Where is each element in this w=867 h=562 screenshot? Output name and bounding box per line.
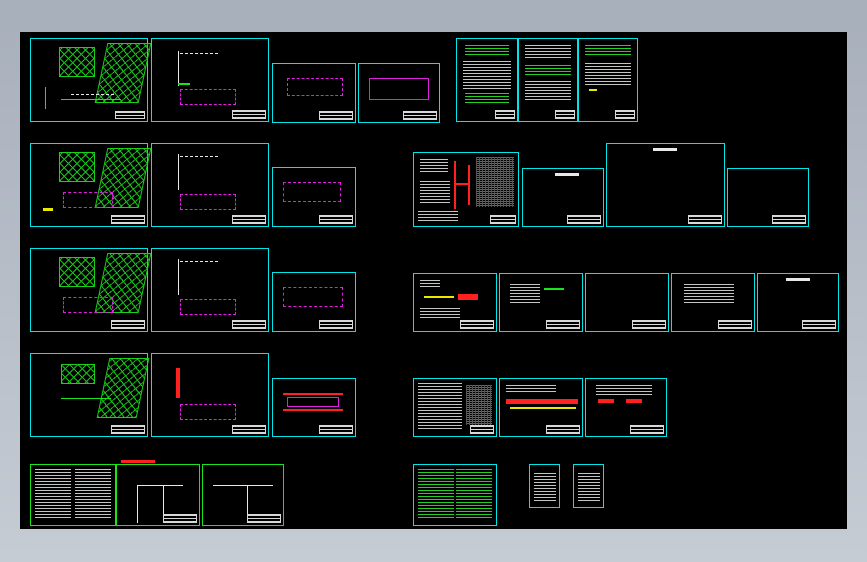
title-block (546, 320, 580, 329)
landscape-hatch (61, 364, 95, 384)
sheet-r2-blank-3[interactable] (727, 168, 809, 227)
title-block (615, 110, 635, 119)
title-block (232, 320, 266, 329)
title-block (232, 215, 266, 224)
sheet-r2-site-plan[interactable] (30, 143, 152, 227)
sheet-r4-site-plan[interactable] (30, 353, 150, 437)
sheet-r3-detail-4[interactable] (671, 273, 755, 332)
title-block (111, 320, 145, 329)
title-block (632, 320, 666, 329)
sheet-r1-detail-b[interactable] (358, 63, 440, 123)
sheet-r2-detail[interactable] (272, 167, 356, 227)
sheet-r5-layout-1[interactable] (116, 460, 200, 526)
title-block (688, 215, 722, 224)
title-block (163, 514, 197, 523)
title-block (319, 215, 353, 224)
title-block (319, 111, 353, 120)
sheet-r3-detail-1[interactable] (413, 273, 497, 332)
sheet-r2-blank-1[interactable] (522, 168, 604, 227)
title-block (403, 111, 437, 120)
title-block (319, 320, 353, 329)
model-space-canvas[interactable] (20, 32, 847, 529)
sheet-top-schematic-3[interactable] (578, 38, 638, 122)
title-block (495, 110, 515, 119)
title-block (111, 215, 145, 224)
sheet-r4-floor-plan[interactable] (151, 353, 269, 437)
landscape-hatch (59, 152, 95, 182)
sheet-top-schematic-2[interactable] (518, 38, 578, 122)
sheet-r1-detail-a[interactable] (272, 63, 356, 123)
title-block (567, 215, 601, 224)
sheet-r3-detail-2[interactable] (499, 273, 583, 332)
title-block (802, 320, 836, 329)
sheet-r1-site-plan[interactable] (30, 38, 152, 122)
title-block (630, 425, 664, 434)
title-block (247, 514, 281, 523)
landscape-hatch (59, 47, 95, 77)
sheet-r3-site-plan[interactable] (30, 248, 152, 332)
sheet-r5-cover-legend[interactable] (30, 464, 116, 526)
title-block (555, 110, 575, 119)
sheet-r5-layout-2[interactable] (202, 464, 284, 526)
title-block (546, 425, 580, 434)
sheet-top-schematic-1[interactable] (456, 38, 518, 122)
title-block (115, 111, 145, 119)
sheet-r4-detail[interactable] (585, 378, 667, 437)
title-block (111, 425, 145, 434)
slope-hatch (96, 358, 150, 418)
sheet-r2-system-diagram[interactable] (413, 152, 519, 227)
sheet-r4-notes[interactable] (413, 378, 497, 437)
title-block (490, 215, 516, 224)
title-block (460, 320, 494, 329)
sheet-r2-blank-2[interactable] (606, 143, 725, 227)
sheet-r4-section[interactable] (272, 378, 356, 437)
title-block (470, 425, 494, 434)
sheet-r3-detail-5[interactable] (757, 273, 839, 332)
sheet-r3-detail-3[interactable] (585, 273, 669, 332)
title-block (772, 215, 806, 224)
sheet-r5-small-2[interactable] (573, 464, 604, 508)
sheet-r2-floor-plan[interactable] (151, 143, 269, 227)
sheet-r5-small-1[interactable] (529, 464, 560, 508)
sheet-r3-floor-plan[interactable] (151, 248, 269, 332)
title-block (232, 425, 266, 434)
title-block (319, 425, 353, 434)
sheet-r3-detail[interactable] (272, 272, 356, 332)
title-block (718, 320, 752, 329)
landscape-hatch (59, 257, 95, 287)
title-block (232, 110, 266, 119)
sheet-r1-floor-plan[interactable] (151, 38, 269, 122)
sheet-r5-table[interactable] (413, 464, 497, 526)
sheet-r4-elevation[interactable] (499, 378, 583, 437)
